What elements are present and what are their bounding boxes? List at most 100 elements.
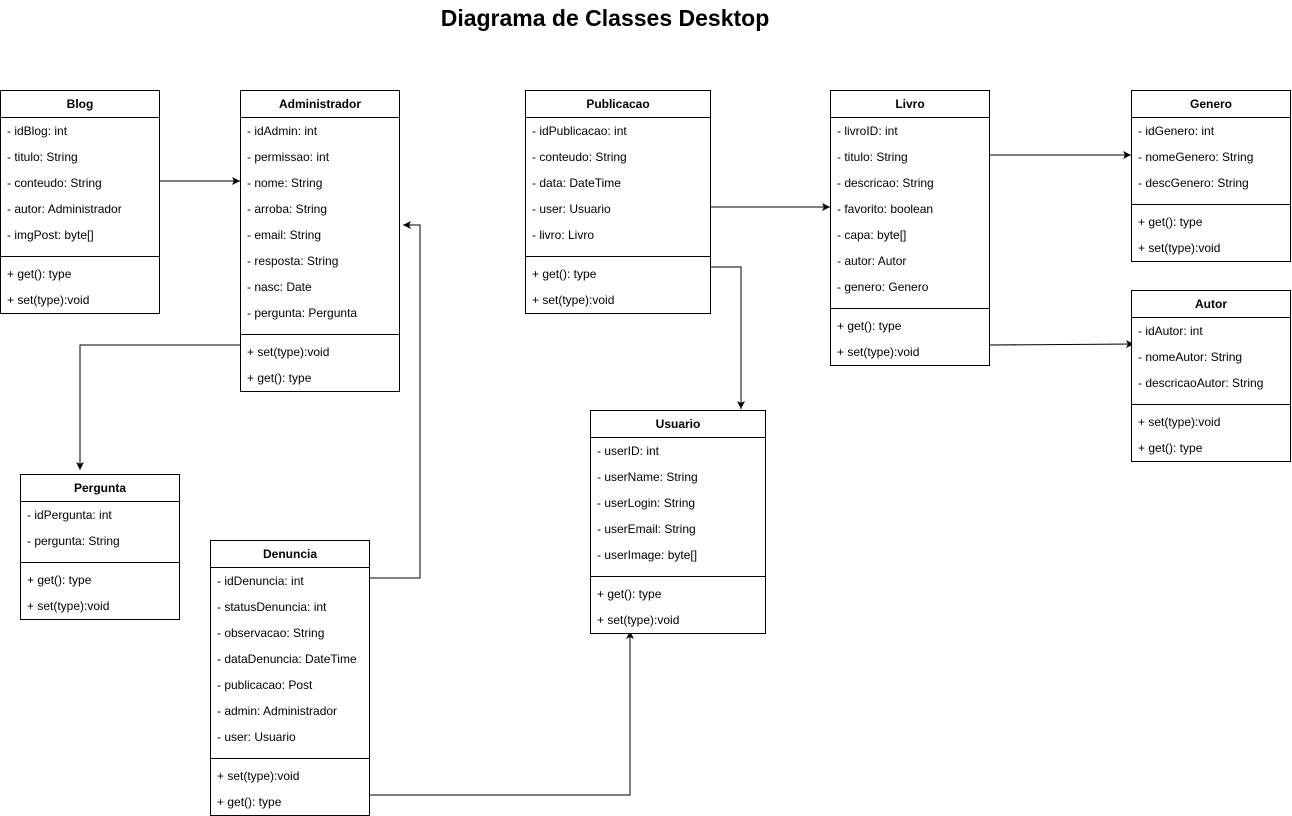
attribute: - genero: Genero: [837, 280, 929, 294]
attribute: - livroID: int: [837, 124, 898, 138]
attribute: - email: String: [247, 228, 322, 242]
attribute: - titulo: String: [7, 150, 78, 164]
class-publicacao: Publicacao- idPublicacao: int- conteudo:…: [525, 90, 711, 314]
operation: + set(type):void: [217, 769, 300, 783]
class-administrador: Administrador - idAdmin: int - permissao: …: [240, 90, 400, 392]
class-name: Livro: [831, 91, 989, 118]
operations-section: + set(type):void + get(): type: [1132, 404, 1290, 461]
attribute: - userEmail: String: [597, 522, 696, 536]
attribute: - autor: Administrador: [7, 202, 122, 216]
operation: + set(type):void: [27, 599, 110, 613]
attributes-section: - userID: int - userName: String - userLog…: [591, 438, 765, 576]
attribute: - idAdmin: int: [247, 124, 318, 138]
attribute: - idAutor: int: [1138, 324, 1203, 338]
relation-livro-to-autor: [989, 340, 1135, 349]
operations-section: + get(): type + set(type):void: [1, 256, 159, 313]
operation: + get(): type: [7, 267, 72, 281]
attribute: - permissao: int: [247, 150, 330, 164]
class-name: Usuario: [591, 411, 765, 438]
attribute: - user: Usuario: [532, 202, 611, 216]
attribute: - userName: String: [597, 470, 698, 484]
attribute: - idBlog: int: [7, 124, 68, 138]
class-autor: Autor- idAutor: int- nomeAutor: String- …: [1131, 290, 1291, 462]
attributes-section: - idPublicacao: int- conteudo: String- d…: [526, 118, 710, 256]
attribute: - descricaoAutor: String: [1138, 376, 1264, 390]
attribute: - data: DateTime: [532, 176, 621, 190]
operation: + get(): type: [27, 573, 92, 587]
attribute: - observacao: String: [217, 626, 325, 640]
operations-section: + get(): type + set(type):void: [591, 576, 765, 633]
attributes-section: - livroID: int- titulo: String- descrica…: [831, 118, 989, 308]
class-name: Denuncia: [211, 541, 369, 568]
operations-section: + get(): type + set(type):void: [1132, 204, 1290, 261]
operations-section: + set(type):void + get(): type: [241, 334, 399, 391]
operation: + set(type):void: [247, 345, 330, 359]
attribute: - statusDenuncia: int: [217, 600, 327, 614]
operation: + set(type):void: [1138, 415, 1221, 429]
operation: + set(type):void: [532, 293, 615, 307]
operations-section: + get(): type+ set(type):void: [831, 308, 989, 365]
class-pergunta: Pergunta- idPergunta: int- pergunta: Str…: [20, 474, 180, 620]
attribute: - descricao: String: [837, 176, 934, 190]
operations-section: + get(): type + set(type):void: [526, 256, 710, 313]
attribute: - favorito: boolean: [837, 202, 934, 216]
operation: + get(): type: [597, 587, 662, 601]
class-name: Publicacao: [526, 91, 710, 118]
relation-publicacao-to-usuario: [711, 266, 745, 409]
class-blog: Blog - idBlog: int - titulo: String - conte…: [0, 90, 160, 314]
attribute: - nomeAutor: String: [1138, 350, 1243, 364]
attributes-section: - idGenero: int - nomeGenero: String - des…: [1132, 118, 1290, 204]
attributes-section: - idAdmin: int - permissao: int - nome: St…: [241, 118, 399, 334]
attribute: - userLogin: String: [597, 496, 696, 510]
operation: + get(): type: [837, 319, 902, 333]
attribute: - userID: int: [597, 444, 660, 458]
attribute: - idDenuncia: int: [217, 574, 304, 588]
operations-section: + get(): type + set(type):void: [21, 562, 179, 619]
operation: + get(): type: [1138, 441, 1203, 455]
class-genero: Genero - idGenero: int - nomeGenero: Strin…: [1131, 90, 1291, 262]
operation: + set(type):void: [1138, 241, 1221, 255]
attribute: - nomeGenero: String: [1138, 150, 1254, 164]
attribute: - conteudo: String: [7, 176, 102, 190]
operations-section: + set(type):void+ get(): type: [211, 758, 369, 815]
operation: + set(type):void: [597, 613, 680, 627]
class-name: Blog: [1, 91, 159, 118]
attributes-section: - idAutor: int - nomeAutor: String - descr…: [1132, 318, 1290, 404]
attribute: - idPublicacao: int: [532, 124, 627, 138]
attribute: - autor: Autor: [837, 254, 907, 268]
attribute: - nasc: Date: [247, 280, 312, 294]
attribute: - capa: byte[]: [837, 228, 907, 242]
attributes-section: - idPergunta: int - pergunta: String: [21, 502, 179, 562]
attribute: - nome: String: [247, 176, 323, 190]
attribute: - userImage: byte[]: [597, 548, 698, 562]
attribute: - publicacao: Post: [217, 678, 313, 692]
attribute: - arroba: String: [247, 202, 328, 216]
class-usuario: Usuario- userID: int- userName: String- …: [590, 410, 766, 634]
attribute: - dataDenuncia: DateTime: [217, 652, 357, 666]
attribute: - idGenero: int: [1138, 124, 1215, 138]
class-name: Autor: [1132, 291, 1290, 318]
attributes-section: - idBlog: int - titulo: String - conteudo:…: [1, 118, 159, 256]
attributes-section: - idDenuncia: int - statusDenuncia: int - …: [211, 568, 369, 758]
attribute: - livro: Livro: [532, 228, 595, 242]
attribute: - idPergunta: int: [27, 508, 112, 522]
diagram-title: Diagrama de Classes Desktop: [440, 5, 770, 31]
class-name: Administrador: [241, 91, 399, 118]
attribute: - pergunta: Pergunta: [247, 306, 358, 320]
attribute: - pergunta: String: [27, 534, 120, 548]
operation: + get(): type: [1138, 215, 1203, 229]
operation: + get(): type: [247, 371, 312, 385]
relation-denuncia-to-administrador: [370, 221, 421, 579]
operation: + get(): type: [532, 267, 597, 281]
attribute: - resposta: String: [247, 254, 339, 268]
attribute: - admin: Administrador: [217, 704, 338, 718]
relation-denuncia-to-usuario: [370, 631, 634, 796]
class-name: Genero: [1132, 91, 1290, 118]
class-denuncia: Denuncia - idDenuncia: int - statusDenunci…: [210, 540, 370, 816]
relation-administrador-to-pergunta: [76, 344, 240, 470]
attribute: - user: Usuario: [217, 730, 296, 744]
attribute: - imgPost: byte[]: [7, 228, 94, 242]
attribute: - descGenero: String: [1138, 176, 1249, 190]
operation: + set(type):void: [7, 293, 90, 307]
